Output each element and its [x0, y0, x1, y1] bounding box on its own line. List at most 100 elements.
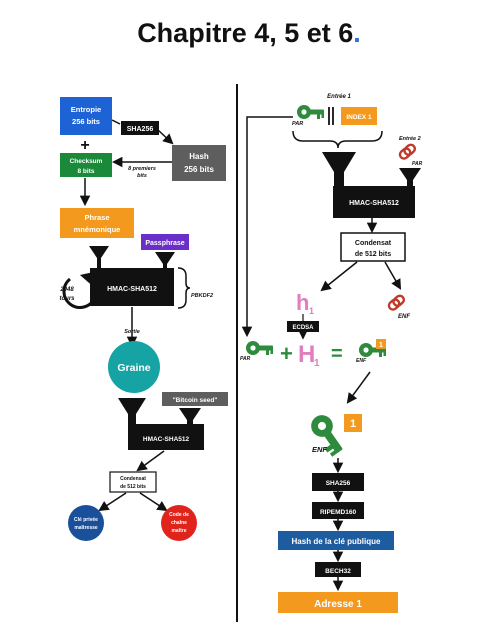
rounds-label-2: tours [60, 296, 76, 302]
page-title: Chapitre 4, 5 et 6. [0, 18, 498, 49]
svg-text:Graine: Graine [117, 362, 150, 374]
svg-text:HMAC-SHA512: HMAC-SHA512 [143, 436, 190, 443]
chain-code-circle: Code de chaîne maître [161, 505, 197, 541]
sha256-box-right: SHA256 [312, 473, 364, 491]
svg-text:maîtresse: maîtresse [74, 525, 98, 531]
svg-text:mnémonique: mnémonique [74, 225, 121, 234]
pbkdf2-label: PBKDF2 [191, 293, 213, 299]
chain-icon-enf [386, 292, 407, 313]
ripemd-box: RIPEMD160 [312, 502, 364, 519]
arrow-to-master-key [98, 492, 127, 512]
checksum-box: Checksum 8 bits [60, 153, 112, 177]
master-key-circle: Clé privée maîtresse [68, 505, 104, 541]
hash-box: Hash 256 bits [172, 145, 226, 181]
svg-text:Condensat: Condensat [355, 240, 392, 247]
rounds-label: 2048 [59, 287, 74, 293]
address-box: Adresse 1 [278, 592, 398, 613]
parent-key-icon [297, 105, 324, 119]
svg-text:maître: maître [171, 528, 186, 534]
first-bits-label-2: bits [137, 173, 147, 179]
arrow-to-digest [136, 450, 165, 472]
funnel-right-small [399, 168, 421, 186]
par-label-2: PAR [412, 161, 423, 167]
pbkdf2-brace [177, 267, 191, 309]
svg-text:de 512 bits: de 512 bits [120, 484, 146, 490]
svg-text:ECDSA: ECDSA [292, 325, 314, 331]
svg-text:RIPEMD160: RIPEMD160 [320, 509, 357, 516]
H1-public: H 1 [298, 341, 320, 369]
output-label: Sortie [124, 329, 140, 335]
arrow-par-down [241, 116, 293, 338]
svg-text:8 bits: 8 bits [78, 168, 95, 175]
svg-text:1: 1 [309, 306, 314, 316]
input2-label: Entrée 2 [399, 136, 421, 142]
svg-text:1: 1 [379, 342, 383, 349]
svg-text:Entropie: Entropie [71, 105, 101, 114]
arrow-to-h1 [320, 261, 358, 292]
arrow-to-big-key [346, 371, 371, 404]
enf-badge-small: 1 [376, 339, 386, 349]
svg-text:SHA256: SHA256 [127, 126, 154, 133]
equals-sign: = [331, 343, 343, 365]
bech32-box: BECH32 [315, 562, 361, 577]
funnel-right-2 [179, 408, 201, 426]
digest-box-left: Condensat de 512 bits [109, 471, 157, 493]
h1-private: h 1 [296, 290, 314, 316]
svg-text:Hash: Hash [189, 152, 209, 161]
svg-text:Code de: Code de [169, 512, 189, 518]
funnel-right-1 [155, 252, 175, 270]
first-bits-label: 8 premiers [128, 166, 156, 172]
svg-text:HMAC-SHA512: HMAC-SHA512 [107, 286, 157, 293]
rounds-loop-icon [62, 270, 103, 309]
svg-text:Condensat: Condensat [120, 476, 146, 482]
funnel-right-main [322, 152, 356, 186]
hmac-box-right: HMAC-SHA512 [333, 186, 415, 218]
svg-text:h: h [296, 290, 309, 315]
svg-text:Phrase: Phrase [84, 213, 109, 222]
title-text: Chapitre 4, 5 et 6 [137, 18, 354, 48]
bitcoin-seed-box: "Bitcoin seed" [162, 392, 228, 406]
svg-text:1: 1 [350, 418, 356, 430]
svg-text:SHA256: SHA256 [326, 480, 351, 487]
hmac-box-1: HMAC-SHA512 [90, 268, 174, 306]
mnemonic-box: Phrase mnémonique [60, 208, 134, 238]
svg-text:Hash de la clé publique: Hash de la clé publique [292, 537, 381, 546]
enf-key-label: ENF [356, 358, 367, 364]
enf-chain-label: ENF [398, 314, 410, 320]
title-dot: . [353, 18, 361, 48]
arrow-to-hash [157, 129, 174, 145]
arrow-to-chain-code [139, 492, 168, 512]
seed-circle: Graine [108, 341, 160, 393]
index-box: INDEX 1 [341, 107, 377, 125]
svg-text:256 bits: 256 bits [184, 165, 214, 174]
sha256-label: SHA256 [121, 121, 159, 135]
input-brace [292, 130, 383, 149]
funnel-left-1 [89, 246, 109, 270]
digest-box-right: Condensat de 512 bits [340, 232, 406, 262]
hmac-box-2: HMAC-SHA512 [128, 424, 204, 450]
par-key-label: PAR [240, 356, 251, 362]
svg-text:de 512 bits: de 512 bits [355, 251, 391, 258]
pubkey-hash-box: Hash de la clé publique [278, 531, 394, 550]
svg-text:INDEX 1: INDEX 1 [346, 114, 372, 121]
svg-text:chaîne: chaîne [171, 520, 187, 526]
passphrase-box: Passphrase [141, 234, 189, 250]
svg-text:"Bitcoin seed": "Bitcoin seed" [173, 397, 218, 404]
par-label: PAR [292, 121, 303, 127]
par-key-icon [246, 341, 273, 355]
input1-label: Entrée 1 [327, 94, 351, 100]
svg-text:HMAC-SHA512: HMAC-SHA512 [349, 200, 399, 207]
svg-text:BECH32: BECH32 [325, 568, 351, 575]
arrow-to-enf-chain [384, 261, 402, 290]
ecdsa-box: ECDSA [287, 321, 319, 332]
svg-text:1: 1 [314, 358, 320, 369]
svg-text:256 bits: 256 bits [72, 117, 100, 126]
funnel-left-2 [118, 398, 146, 426]
plus-sign: + [80, 137, 89, 154]
svg-text:Passphrase: Passphrase [145, 240, 184, 247]
enf-badge-large: 1 [344, 414, 362, 432]
svg-text:H: H [298, 341, 315, 368]
entropy-box: Entropie 256 bits [60, 97, 112, 135]
enf-big-label: ENF [312, 445, 327, 454]
svg-text:Adresse 1: Adresse 1 [314, 599, 362, 610]
